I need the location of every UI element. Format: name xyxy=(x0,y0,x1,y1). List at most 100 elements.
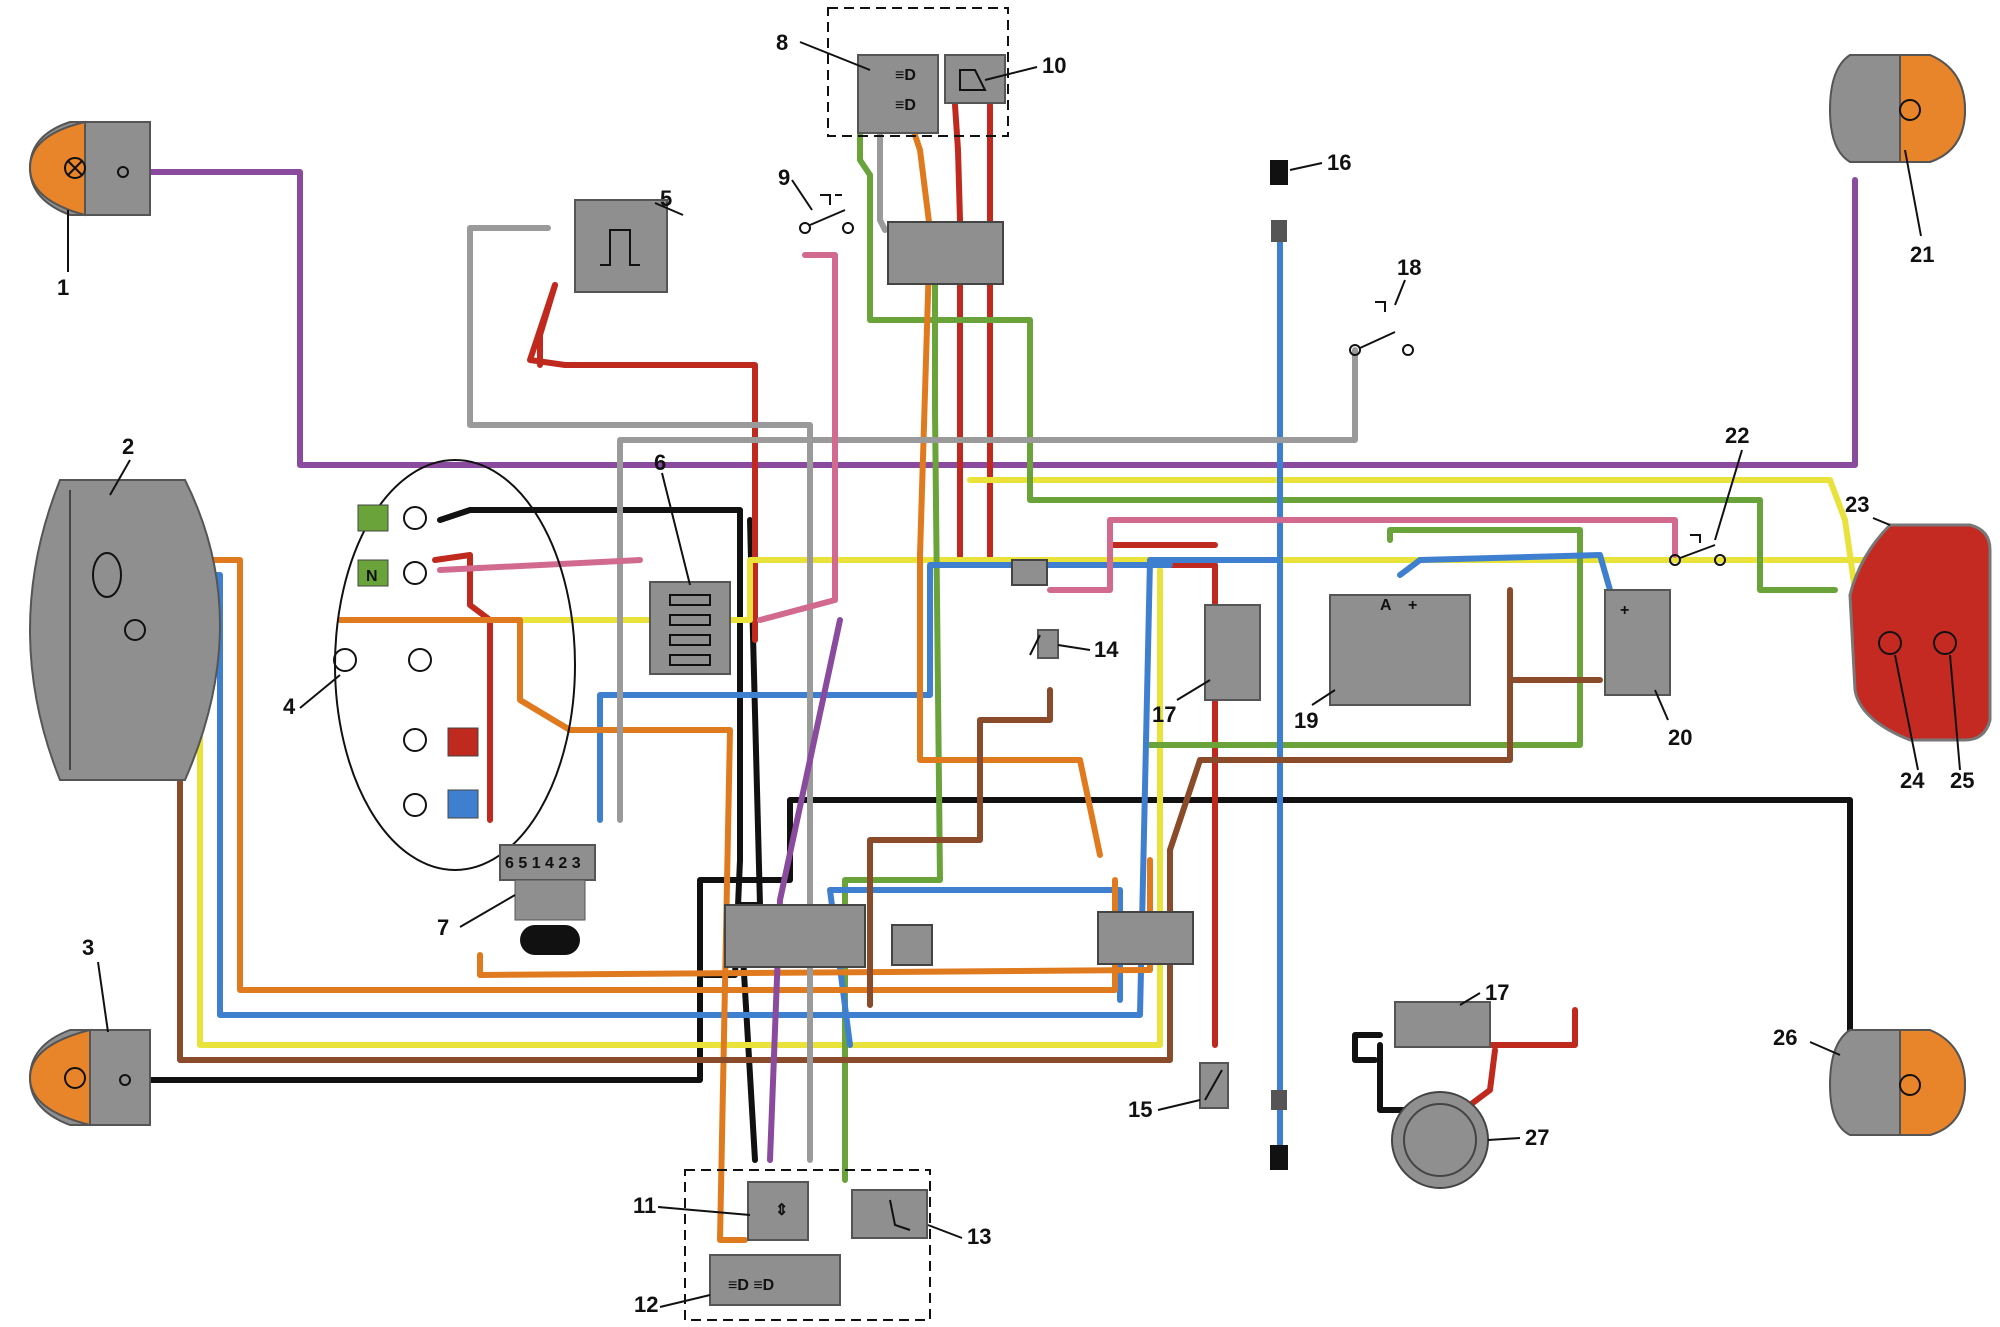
battery: + xyxy=(1604,589,1671,696)
callout-21: 21 xyxy=(1910,242,1934,267)
callout-20: 20 xyxy=(1668,725,1692,750)
horn-symbol-icon xyxy=(889,1199,911,1231)
wire-black-1 xyxy=(147,797,1853,1083)
wire-blue-4 xyxy=(1397,552,1613,593)
lamp-icon xyxy=(64,1067,86,1089)
turn-arrows-icon: ⇕ xyxy=(775,1202,788,1219)
rear-right-turn-indicator-top xyxy=(1828,54,1967,163)
high-beam-indicator-icon xyxy=(357,504,389,532)
wire-violet-2 xyxy=(767,617,843,1163)
relay-symbol-icon xyxy=(600,229,640,266)
wire-red-5 xyxy=(432,552,493,823)
wire-gray-2 xyxy=(877,102,888,233)
horn-button xyxy=(944,54,1006,104)
spark-plug-top xyxy=(1270,160,1288,242)
neutral-indicator-icon xyxy=(357,559,389,587)
wire-gray-1 xyxy=(467,225,813,1163)
lamp-icon xyxy=(1899,99,1921,121)
rear-switch xyxy=(1669,534,1726,566)
callout-22: 22 xyxy=(1725,423,1749,448)
callout-13: 13 xyxy=(967,1224,991,1249)
lamp-icon xyxy=(403,793,427,817)
callout-5: 5 xyxy=(660,186,672,211)
low-beam-symbol-icon: ≡D xyxy=(895,97,916,114)
callout-14: 14 xyxy=(1094,637,1119,662)
callout-24: 24 xyxy=(1900,768,1925,793)
callout-26: 26 xyxy=(1773,1025,1797,1050)
neutral-sensor xyxy=(1029,629,1059,659)
callout-6: 6 xyxy=(654,450,666,475)
headlight xyxy=(29,479,221,781)
callout-8: 8 xyxy=(776,30,788,55)
callout-2: 2 xyxy=(122,434,134,459)
neutral-label: N xyxy=(366,568,378,585)
rear-left-turn-indicator xyxy=(1828,1029,1967,1136)
headlamp-bulb-icon xyxy=(92,552,122,598)
wire-black-2 xyxy=(437,507,743,978)
high-beam-symbol-icon: ≡D xyxy=(895,67,916,84)
wire-green-3 xyxy=(1147,527,1583,748)
instrument-cluster-lamps: N xyxy=(333,504,479,819)
left-handlebar-switch: ≡D ≡D xyxy=(857,54,939,134)
callout-4: 4 xyxy=(283,694,296,719)
wire-blue-3 xyxy=(597,562,1173,823)
callout-19: 19 xyxy=(1294,708,1318,733)
single-connector xyxy=(891,924,933,966)
handlebar-switch-frame-bottom xyxy=(684,1169,931,1321)
callout-25: 25 xyxy=(1950,768,1974,793)
wire-red-4 xyxy=(537,282,558,368)
wire-pink-1 xyxy=(757,252,838,623)
lamp-icon xyxy=(1899,1074,1921,1096)
fuse-block xyxy=(649,581,731,675)
wire-orange-2 xyxy=(902,102,1103,858)
callout-9: 9 xyxy=(778,165,790,190)
ignition-terminal-labels: 6 5 1 4 2 3 xyxy=(505,855,581,872)
callout-15: 15 xyxy=(1128,1097,1152,1122)
callout-27: 27 xyxy=(1525,1125,1549,1150)
generator: A + xyxy=(1329,594,1471,706)
voltage-regulator-alt xyxy=(1394,1001,1491,1048)
wire-pink-3 xyxy=(437,557,643,573)
battery-plus-icon: + xyxy=(1620,602,1629,619)
engine-stop-button xyxy=(851,1189,928,1239)
wire-violet-1 xyxy=(125,169,1858,468)
lamp-icon xyxy=(408,648,432,672)
generator-plus-label: + xyxy=(1408,597,1417,614)
central-connector-block xyxy=(724,904,866,968)
ignition-switch: 6 5 1 4 2 3 xyxy=(499,844,596,955)
parking-lamp-icon xyxy=(124,619,146,641)
wire-brown-2 xyxy=(867,687,1053,1008)
rear-brake-light-switch xyxy=(1349,301,1414,356)
generator-a-label: A xyxy=(1380,597,1392,614)
beam-symbols-icon: ≡D ≡D xyxy=(728,1277,774,1294)
brake-lamp-icon xyxy=(1878,631,1902,655)
battery-indicator-icon xyxy=(447,727,479,757)
callout-18: 18 xyxy=(1397,255,1421,280)
wire-gray-3 xyxy=(617,347,1358,823)
callout-10: 10 xyxy=(1042,53,1066,78)
front-connector-block xyxy=(887,221,1004,285)
wire-red-gen xyxy=(1467,1007,1578,1108)
handlebar-switch-frame-top xyxy=(827,7,1009,137)
tail-lamp-icon xyxy=(1933,631,1957,655)
rear-connector-block xyxy=(1097,911,1194,965)
lamp-icon xyxy=(64,157,86,179)
callout-23: 23 xyxy=(1845,492,1869,517)
horn-symbol-icon xyxy=(959,69,987,91)
wire-blue-5 xyxy=(827,887,1123,1048)
front-brake-switch xyxy=(799,194,854,234)
callout-17-alt: 17 xyxy=(1485,980,1509,1005)
front-left-turn-indicator xyxy=(28,120,151,217)
rear-brake-switch xyxy=(1199,1062,1229,1109)
front-right-turn-indicator xyxy=(28,1028,151,1127)
callout-12: 12 xyxy=(634,1292,658,1317)
wire-green-1 xyxy=(857,102,1838,593)
ignition-coil xyxy=(1391,1091,1489,1189)
spark-plug-bottom xyxy=(1270,1090,1288,1170)
dimmer-switch: ≡D ≡D xyxy=(709,1254,841,1306)
voltage-regulator xyxy=(1204,604,1261,701)
wire-orange-1 xyxy=(157,557,1118,993)
turn-signal-relay xyxy=(574,199,668,293)
callout-17: 17 xyxy=(1152,702,1176,727)
